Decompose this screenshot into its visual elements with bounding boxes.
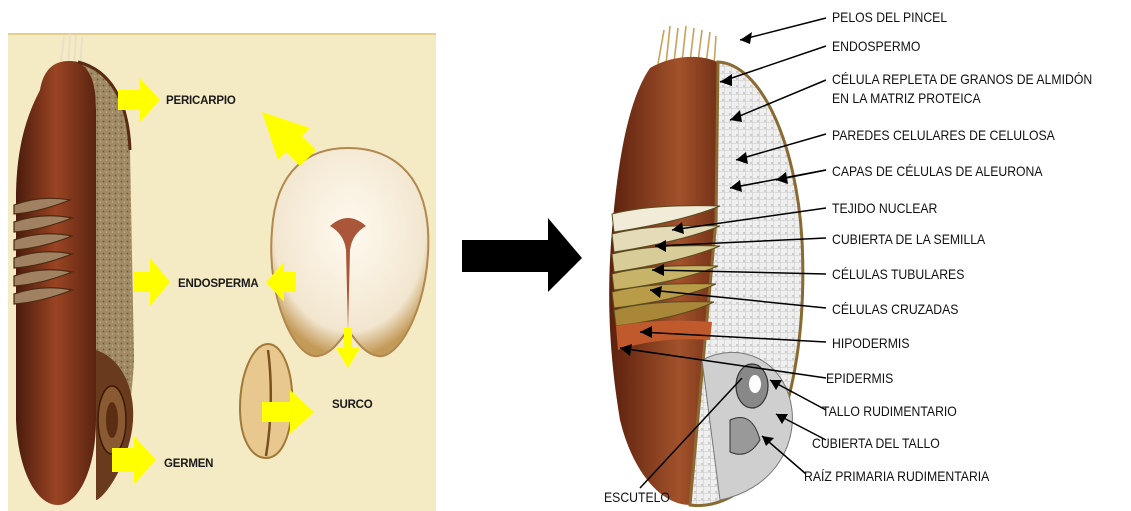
seed-cross-section (271, 148, 428, 356)
label-endosperma: ENDOSPERMA (178, 278, 258, 290)
label-pelos-del-pincel: PELOS DEL PINCEL (832, 10, 947, 26)
label-pericarpio: PERICARPIO (166, 95, 236, 107)
arrow-endosperma-left (134, 258, 170, 306)
label-paredes-celulares: PAREDES CELULARES DE CELULOSA (832, 128, 1055, 144)
label-cubierta-tallo: CUBIERTA DEL TALLO (812, 436, 940, 452)
left-kernel-section (14, 34, 134, 505)
label-celula-repleta: CÉLULA REPLETA DE GRANOS DE ALMIDÓN (832, 72, 1092, 88)
label-cubierta-semilla: CUBIERTA DE LA SEMILLA (832, 232, 985, 248)
right-arrow-icon (462, 218, 582, 292)
right-kernel-section (609, 26, 803, 506)
label-matriz-proteica: EN LA MATRIZ PROTEICA (832, 91, 981, 107)
label-surco: SURCO (332, 399, 373, 411)
label-celulas-tubulares: CÉLULAS TUBULARES (832, 267, 964, 283)
label-hipodermis: HIPODERMIS (832, 336, 909, 352)
label-endospermo: ENDOSPERMO (832, 39, 920, 55)
arrow-up-left (262, 112, 316, 166)
label-celulas-cruzadas: CÉLULAS CRUZADAS (832, 302, 958, 318)
label-escutelo: ESCUTELO (604, 490, 670, 506)
whole-grain (240, 344, 292, 458)
label-tallo-rudimentario: TALLO RUDIMENTARIO (822, 404, 957, 420)
label-capas-aleurona: CAPAS DE CÉLULAS DE ALEURONA (832, 164, 1043, 180)
label-germen: GERMEN (164, 458, 213, 470)
label-epidermis: EPIDERMIS (826, 371, 893, 387)
label-tejido-nuclear: TEJIDO NUCLEAR (832, 201, 937, 217)
label-raiz-primaria: RAÍZ PRIMARIA RUDIMENTARIA (804, 469, 989, 485)
